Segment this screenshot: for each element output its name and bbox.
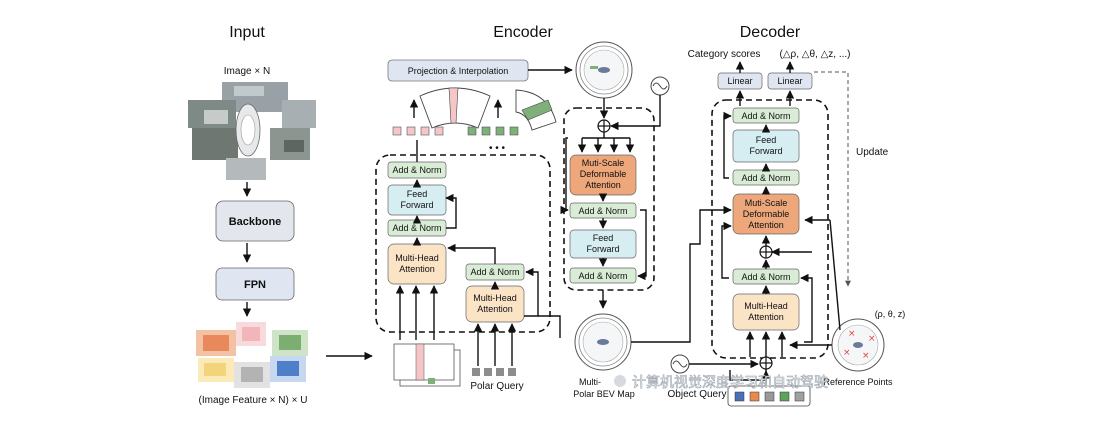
svg-text:计算机视觉深度学习和自动驾驶: 计算机视觉深度学习和自动驾驶 bbox=[632, 375, 828, 391]
bev-map-top bbox=[575, 41, 633, 99]
svg-text:Forward: Forward bbox=[749, 146, 782, 156]
svg-text:Forward: Forward bbox=[586, 244, 619, 254]
object-query-label: Object Query bbox=[668, 389, 727, 400]
fpn-label: FPN bbox=[244, 279, 266, 291]
svg-text:Attention: Attention bbox=[748, 312, 784, 322]
surround-images bbox=[188, 82, 316, 180]
svg-text:Feed: Feed bbox=[593, 233, 614, 243]
svg-text:Multi-Head: Multi-Head bbox=[744, 301, 788, 311]
reference-points-label: Reference Points bbox=[823, 377, 893, 387]
deltas-label: (△ρ, △θ, △z, ...) bbox=[780, 49, 851, 60]
svg-text:Multi-Head: Multi-Head bbox=[395, 253, 439, 263]
dec-add-circle-bottom bbox=[759, 356, 773, 370]
polar-sector-right bbox=[515, 89, 557, 131]
watermark: 计算机视觉深度学习和自动驾驶 bbox=[614, 375, 828, 391]
svg-text:Feed: Feed bbox=[407, 189, 428, 199]
svg-text:Add & Norm: Add & Norm bbox=[392, 165, 441, 175]
reference-points-map: × × × × bbox=[831, 318, 885, 372]
polar-sector-left bbox=[419, 87, 491, 129]
encoder-layer-frame bbox=[375, 154, 551, 333]
image-label: Image × N bbox=[224, 66, 270, 77]
coords-label: (ρ, θ, z) bbox=[875, 309, 906, 319]
svg-text:Muti-Scale: Muti-Scale bbox=[745, 198, 788, 208]
add-circle-top bbox=[597, 119, 611, 133]
polar-feature-stack bbox=[393, 343, 461, 387]
pink-query-tokens bbox=[392, 126, 444, 136]
svg-text:×: × bbox=[848, 329, 856, 339]
svg-text:×: × bbox=[843, 348, 851, 358]
backbone-block bbox=[215, 200, 295, 242]
backbone-label: Backbone bbox=[229, 216, 282, 228]
ellipsis: • • • bbox=[489, 143, 506, 154]
svg-text:Deformable: Deformable bbox=[580, 169, 627, 179]
dec-add-norm-1 bbox=[732, 107, 800, 124]
feature-label: (Image Feature × N) × U bbox=[199, 395, 308, 406]
bev-label-2: Polar BEV Map bbox=[573, 389, 635, 399]
svg-text:Feed: Feed bbox=[756, 135, 777, 145]
svg-text:Muti-Scale: Muti-Scale bbox=[582, 158, 625, 168]
svg-text:Add & Norm: Add & Norm bbox=[578, 206, 627, 216]
positional-encoding-icon bbox=[650, 76, 670, 96]
svg-text:×: × bbox=[862, 351, 870, 361]
bev-map-bottom bbox=[574, 313, 632, 371]
input-title: Input bbox=[229, 24, 265, 41]
polar-query-tokens bbox=[472, 368, 516, 376]
green-query-tokens bbox=[467, 126, 519, 136]
svg-text:Attention: Attention bbox=[399, 264, 435, 274]
svg-text:Linear: Linear bbox=[727, 76, 752, 86]
bev-label-1: Multi- bbox=[579, 377, 601, 387]
bev-refine-frame bbox=[563, 107, 655, 291]
update-label: Update bbox=[856, 147, 889, 158]
svg-text:Add & Norm: Add & Norm bbox=[470, 267, 519, 277]
category-scores-label: Category scores bbox=[688, 49, 761, 60]
enc2-add-norm-2 bbox=[569, 267, 637, 284]
svg-text:Add & Norm: Add & Norm bbox=[392, 223, 441, 233]
svg-text:Add & Norm: Add & Norm bbox=[741, 272, 790, 282]
svg-text:Attention: Attention bbox=[585, 180, 621, 190]
projection-label: Projection & Interpolation bbox=[408, 66, 509, 76]
svg-text:Multi-Head: Multi-Head bbox=[473, 293, 517, 303]
svg-text:×: × bbox=[868, 334, 876, 344]
svg-text:Forward: Forward bbox=[400, 200, 433, 210]
svg-text:Add & Norm: Add & Norm bbox=[741, 173, 790, 183]
fpn-block bbox=[215, 267, 295, 301]
image-features bbox=[196, 322, 308, 388]
svg-text:Linear: Linear bbox=[777, 76, 802, 86]
svg-text:Deformable: Deformable bbox=[743, 209, 790, 219]
encoder-title: Encoder bbox=[493, 24, 553, 41]
svg-text:Attention: Attention bbox=[748, 220, 784, 230]
object-query-pe-icon bbox=[670, 354, 690, 374]
polar-query-label: Polar Query bbox=[470, 381, 523, 392]
decoder-title: Decoder bbox=[740, 24, 801, 41]
svg-text:Add & Norm: Add & Norm bbox=[578, 271, 627, 281]
svg-text:Add & Norm: Add & Norm bbox=[741, 111, 790, 121]
svg-text:Attention: Attention bbox=[477, 304, 513, 314]
dec-add-circle-mid bbox=[759, 245, 773, 259]
